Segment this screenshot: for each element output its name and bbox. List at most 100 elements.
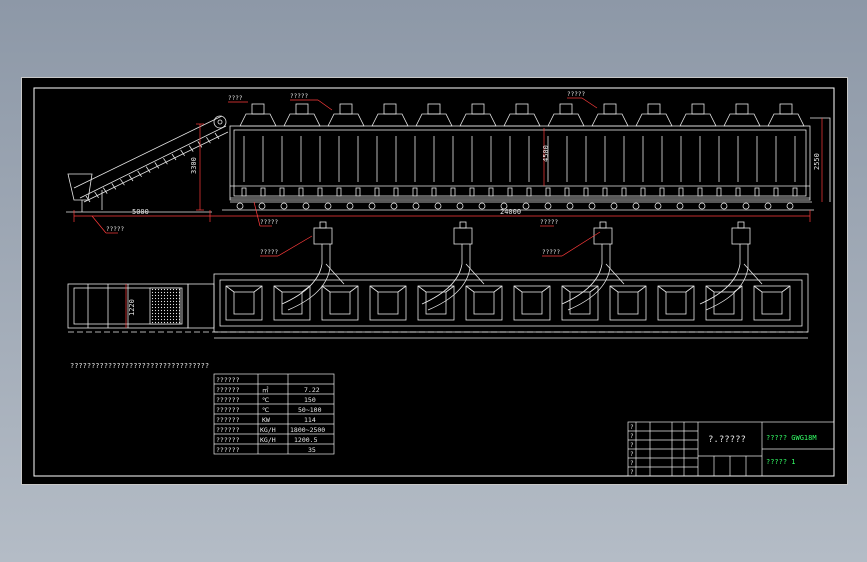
dryer-column-base	[621, 187, 627, 197]
roof-vent	[603, 103, 617, 115]
title-drawing-no: ????? 1	[766, 458, 796, 466]
plan-panel-edge	[369, 285, 379, 293]
plan-panel-edge	[273, 285, 283, 293]
title-row-label-3: ?	[630, 451, 634, 458]
dryer-column-base	[735, 187, 741, 197]
plan-panel-edge	[445, 285, 455, 293]
plan-panel	[321, 285, 359, 321]
fan-duct	[421, 244, 463, 305]
bottom-wheels	[236, 202, 794, 210]
dryer-column-base	[488, 187, 494, 197]
plan-panel	[513, 285, 551, 321]
plan-panel	[273, 285, 311, 321]
support-wheel	[522, 202, 530, 210]
elevator-slat	[111, 183, 117, 190]
fan-duct-branch	[743, 263, 763, 285]
elevator-slat	[120, 178, 125, 186]
plan-fans	[281, 221, 763, 311]
roof-hood	[459, 113, 497, 127]
dim-feed-length: 5000	[132, 208, 149, 216]
fan-motor	[599, 221, 607, 229]
roof-vent	[735, 103, 749, 115]
elevator-slat	[171, 153, 177, 161]
fan-duct	[287, 244, 331, 311]
spec-row-4-value: 114	[304, 416, 316, 424]
title-row-label-5: ?	[630, 469, 634, 476]
callout-fan: ?????	[260, 219, 278, 226]
title-row-label-0: ?	[630, 424, 634, 431]
roof-hood	[239, 113, 277, 127]
plan-panel-edge	[253, 285, 263, 293]
title-row-label-2: ?	[630, 442, 634, 449]
drawing-border	[33, 87, 835, 477]
dryer-column-base	[678, 187, 684, 197]
fan-housing	[313, 227, 333, 245]
plan-panel-edge	[637, 285, 647, 293]
fan-duct-branch	[465, 263, 485, 285]
plan-panel-inner	[473, 291, 495, 315]
spec-row-1-value: 7.22	[304, 386, 320, 394]
plan-panel-inner	[617, 291, 639, 315]
plan-panel	[609, 285, 647, 321]
dim-dryer-height: 2550	[813, 153, 821, 170]
support-wheel	[302, 202, 310, 210]
roof-hood	[679, 113, 717, 127]
support-wheel	[588, 202, 596, 210]
plan-panel-edge	[397, 285, 407, 293]
dryer-column-base	[450, 187, 456, 197]
dryer-column-base	[393, 187, 399, 197]
dryer-column-base	[431, 187, 437, 197]
spec-row-6-unit: KG/H	[260, 436, 276, 444]
support-wheel	[324, 202, 332, 210]
plan-panel	[561, 285, 599, 321]
dryer-column-base	[279, 187, 285, 197]
support-wheel	[258, 202, 266, 210]
support-wheel	[610, 202, 618, 210]
dim-small: 4500	[542, 145, 550, 162]
roof-vent	[691, 103, 705, 115]
roof-vent	[647, 103, 661, 115]
elevator-slat	[180, 149, 185, 157]
spec-row-4-unit: KW	[262, 416, 270, 424]
support-wheel	[566, 202, 574, 210]
roof-vent	[251, 103, 265, 115]
roof-hood	[635, 113, 673, 127]
spec-row-7-name: ??????	[216, 446, 240, 454]
roof-vent	[471, 103, 485, 115]
dryer-columns	[241, 136, 798, 197]
spec-row-5-name: ??????	[216, 426, 240, 434]
inclined-elevator	[66, 115, 229, 213]
drawing-viewport[interactable]: 3300 2550 5000 24000 1220 4500 ???? ????…	[21, 77, 848, 485]
elevator-slat	[137, 170, 142, 178]
roof-vent	[559, 103, 573, 115]
spec-row-3-unit: ℃	[262, 406, 270, 414]
plan-panel	[369, 285, 407, 321]
elevator-slat	[145, 166, 151, 173]
mesh-section	[149, 287, 181, 325]
dryer-column-base	[583, 187, 589, 197]
dryer-column-base	[317, 187, 323, 197]
spec-row-5-unit: KG/H	[260, 426, 276, 434]
fan-housing	[593, 227, 613, 245]
support-wheel	[500, 202, 508, 210]
plan-panel	[657, 285, 695, 321]
fan-duct	[427, 244, 471, 311]
plan-panel-inner	[665, 291, 687, 315]
dryer-column-base	[545, 187, 551, 197]
dryer-column-base	[336, 187, 342, 197]
plan-panel-edge	[465, 285, 475, 293]
dryer-column-base	[469, 187, 475, 197]
plan-view	[67, 221, 809, 339]
roof-vent	[383, 103, 397, 115]
plan-panel-edge	[417, 285, 427, 293]
elevator-slat	[206, 136, 211, 144]
elevator-slat	[188, 145, 194, 152]
plan-panel-edge	[685, 285, 695, 293]
callout-plan-fan2: ?????	[542, 249, 560, 256]
elevation-view	[66, 103, 831, 213]
fan-motor	[737, 221, 745, 229]
plan-panel-inner	[425, 291, 447, 315]
fan-duct	[561, 244, 603, 305]
roof-vent	[779, 103, 793, 115]
support-wheel	[368, 202, 376, 210]
